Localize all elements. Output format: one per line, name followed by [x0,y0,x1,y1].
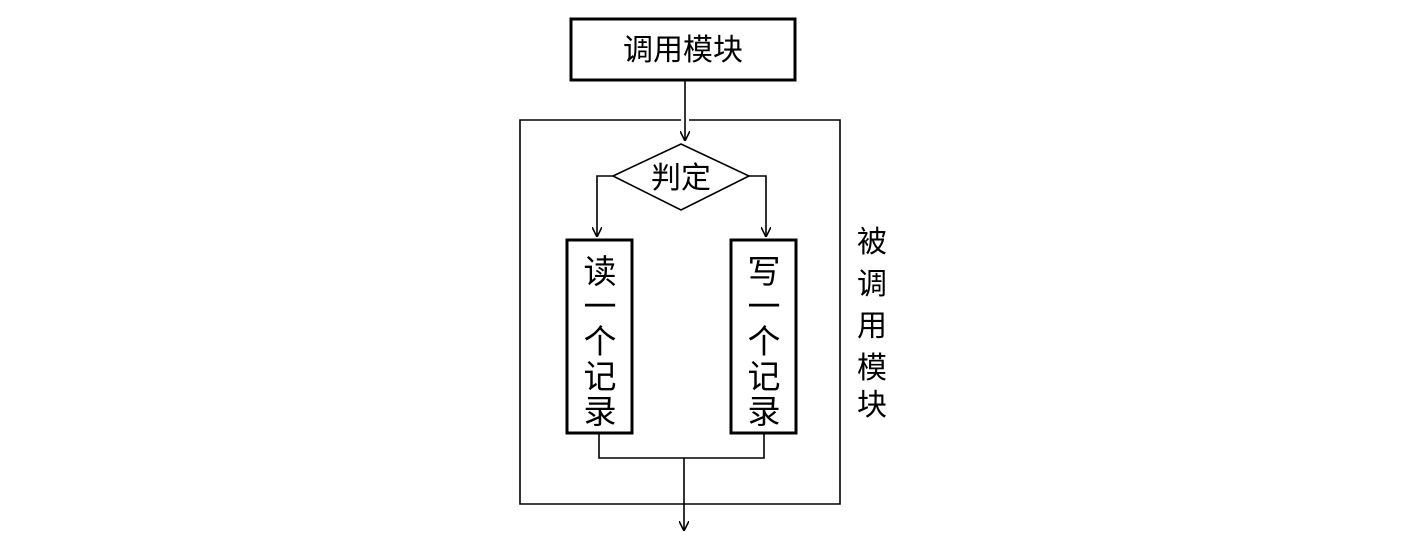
caller-module-label: 调用模块 [623,33,743,68]
svg-text:个: 个 [748,322,781,361]
read-record-label: 读 一 个 记 录 [584,252,617,431]
svg-text:个: 个 [584,322,617,361]
svg-text:用: 用 [857,309,887,344]
svg-text:一: 一 [748,287,781,326]
callee-module-label: 被 调 用 模 块 [857,225,887,423]
merge-connector [598,433,765,459]
svg-text:写: 写 [748,252,781,291]
write-record-box [729,238,798,435]
decision-to-read-arrow [597,175,613,236]
svg-text:模: 模 [857,351,887,386]
svg-text:记: 记 [584,357,617,396]
caller-module-box [569,17,797,82]
svg-text:读: 读 [584,252,617,291]
svg-text:被: 被 [857,225,887,260]
svg-text:录: 录 [584,392,617,431]
svg-text:记: 记 [748,357,781,396]
svg-text:调: 调 [857,267,887,302]
svg-text:录: 录 [748,392,781,431]
svg-text:一: 一 [584,287,617,326]
write-record-label: 写 一 个 记 录 [748,252,781,431]
callee-module-frame [519,119,841,505]
svg-text:块: 块 [857,388,887,423]
decision-to-write-arrow [749,175,766,236]
decision-label: 判定 [651,161,711,196]
